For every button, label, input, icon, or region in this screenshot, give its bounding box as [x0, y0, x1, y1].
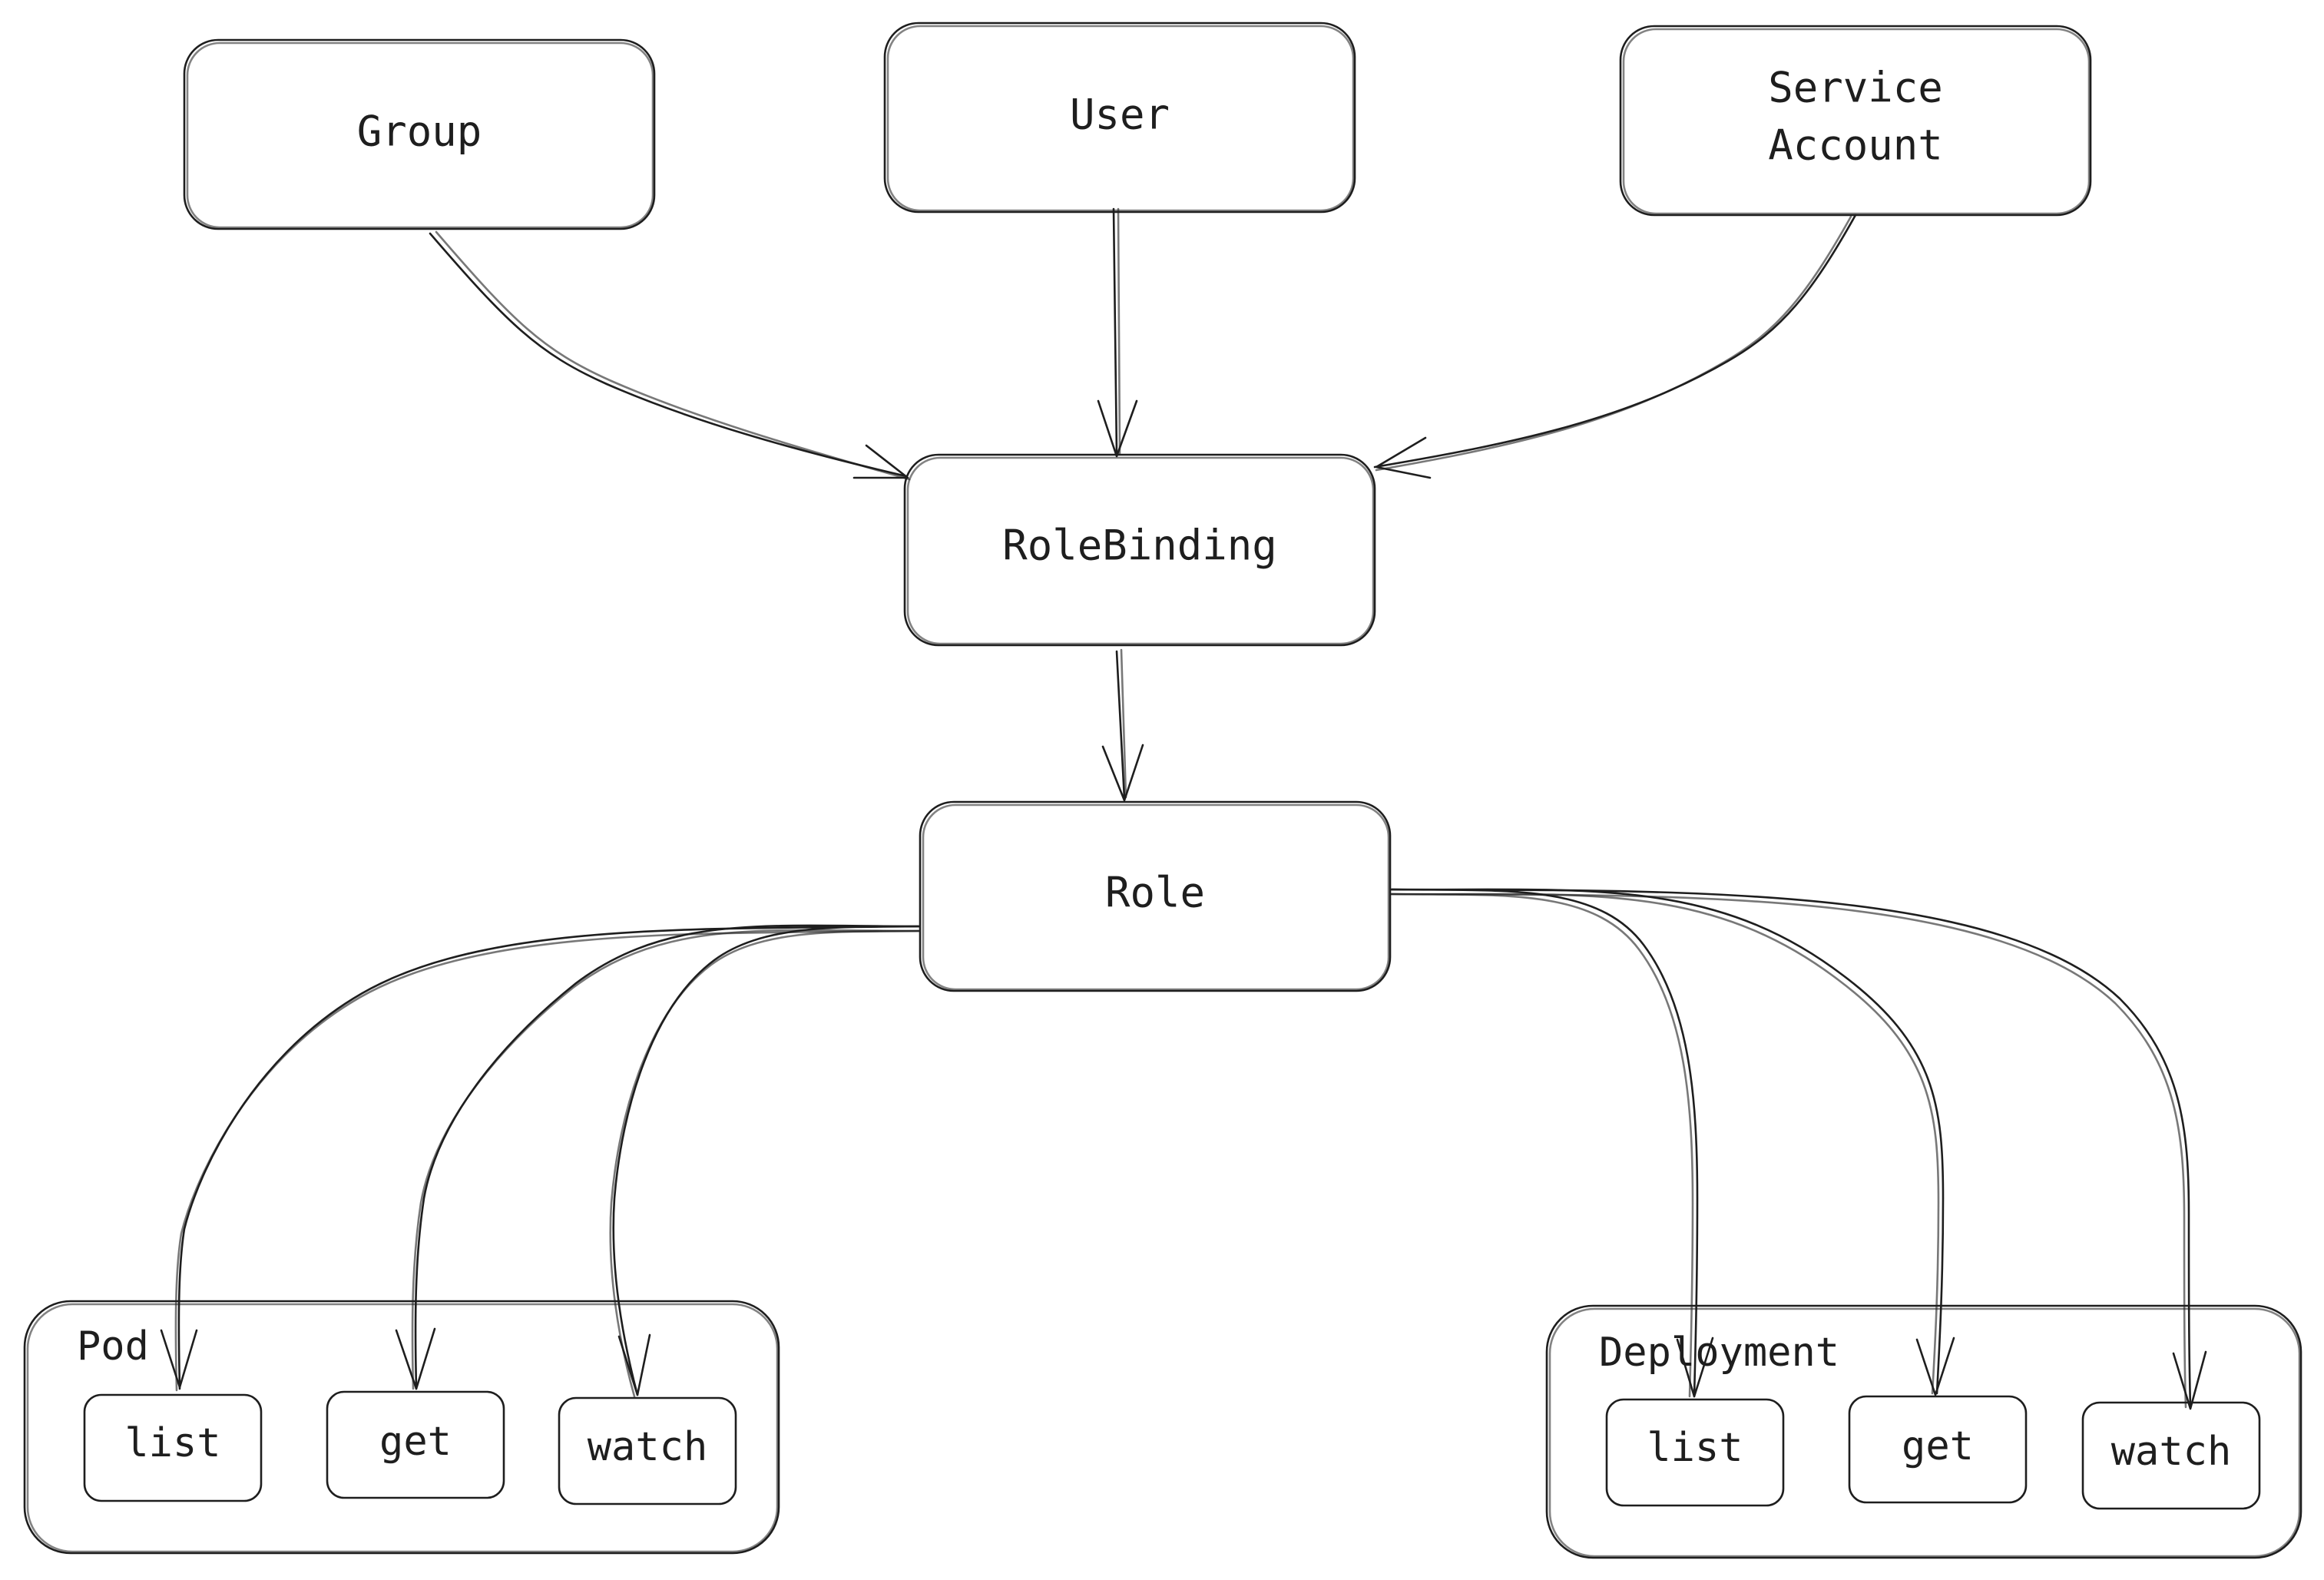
group-node-label: Group: [357, 108, 482, 156]
deployment-group-sketch-line: [1548, 1307, 2301, 1558]
pod-verb-get-label: get: [379, 1419, 452, 1465]
role-node-box: [919, 800, 1392, 992]
group-node-box: [183, 38, 656, 230]
edge-role-to-deployment-watch: [1390, 888, 2207, 1410]
arrowhead: [1097, 399, 1138, 458]
deployment-verb-watch[interactable]: watch: [2081, 1401, 2261, 1510]
user-node[interactable]: User: [883, 22, 1356, 214]
service-account-node-sketch-line: [1622, 28, 2091, 215]
arrowhead: [852, 444, 909, 479]
arrowhead: [160, 1329, 198, 1389]
rolebinding-node-label: RoleBinding: [1002, 522, 1277, 570]
arrowhead: [1375, 436, 1432, 479]
deployment-verb-watch-box: [2081, 1401, 2261, 1510]
deployment-verb-get-box: [1848, 1395, 2028, 1504]
edge-role-to-deployment-list: [1390, 888, 1714, 1398]
role-node-label: Role: [1105, 869, 1205, 917]
edge-role-to-pod-get: [395, 924, 920, 1390]
arrowhead: [1676, 1337, 1714, 1398]
pod-verb-list-label: list: [124, 1420, 220, 1466]
pod-group[interactable]: Pod list get watch: [23, 1300, 780, 1555]
edge-rolebinding-to-role: [1101, 648, 1144, 802]
pod-group-box: [23, 1300, 780, 1555]
pod-verb-list-box: [83, 1393, 263, 1502]
rolebinding-node[interactable]: RoleBinding: [903, 453, 1376, 647]
connectors: [160, 207, 2207, 1410]
user-node-label: User: [1070, 91, 1170, 139]
deployment-verb-list-label: list: [1647, 1425, 1743, 1471]
pod-verb-watch-box: [558, 1396, 737, 1505]
deployment-verb-get[interactable]: get: [1848, 1395, 2028, 1504]
deployment-verb-list[interactable]: list: [1605, 1398, 1785, 1507]
deployment-group[interactable]: Deployment list get watch: [1545, 1304, 2302, 1559]
pod-verb-list[interactable]: list: [83, 1393, 263, 1502]
group-node[interactable]: Group: [183, 38, 656, 230]
arrowhead: [1915, 1337, 1955, 1396]
pod-verb-watch[interactable]: watch: [558, 1396, 737, 1505]
edge-user-to-rolebinding: [1097, 207, 1138, 458]
deployment-verb-list-box: [1605, 1398, 1785, 1507]
edge-group-to-rolebinding: [429, 230, 911, 481]
service-account-node-label-line1: Service: [1768, 64, 1943, 112]
rolebinding-node-box: [903, 453, 1376, 647]
service-account-node[interactable]: Service Account: [1619, 25, 2092, 217]
pod-verb-get-box: [326, 1390, 505, 1499]
pod-group-sketch-line: [26, 1303, 779, 1553]
deployment-group-box: [1545, 1304, 2302, 1559]
rolebinding-node-sketch-line: [906, 456, 1375, 645]
user-node-sketch-line: [886, 25, 1355, 212]
user-node-box: [883, 22, 1356, 214]
arrowhead: [1101, 744, 1144, 802]
group-node-sketch-line: [186, 41, 654, 229]
edge-role-to-deployment-get: [1390, 888, 1955, 1396]
pod-verb-watch-label: watch: [588, 1424, 708, 1470]
deployment-verb-get-label: get: [1902, 1423, 1974, 1469]
arrowhead: [2172, 1350, 2207, 1410]
edge-service-account-to-rolebinding: [1373, 214, 1857, 479]
arrowhead: [395, 1327, 436, 1390]
role-node[interactable]: Role: [919, 800, 1392, 992]
arrowhead: [617, 1333, 651, 1396]
deployment-group-label: Deployment: [1599, 1330, 1839, 1376]
role-node-sketch-line: [922, 803, 1390, 991]
service-account-node-label-line2: Account: [1768, 121, 1943, 170]
edge-role-to-pod-watch: [609, 925, 920, 1398]
pod-verb-get[interactable]: get: [326, 1390, 505, 1499]
pod-group-label: Pod: [77, 1323, 149, 1370]
deployment-verb-watch-label: watch: [2111, 1429, 2232, 1475]
edge-role-to-pod-list: [160, 925, 920, 1392]
